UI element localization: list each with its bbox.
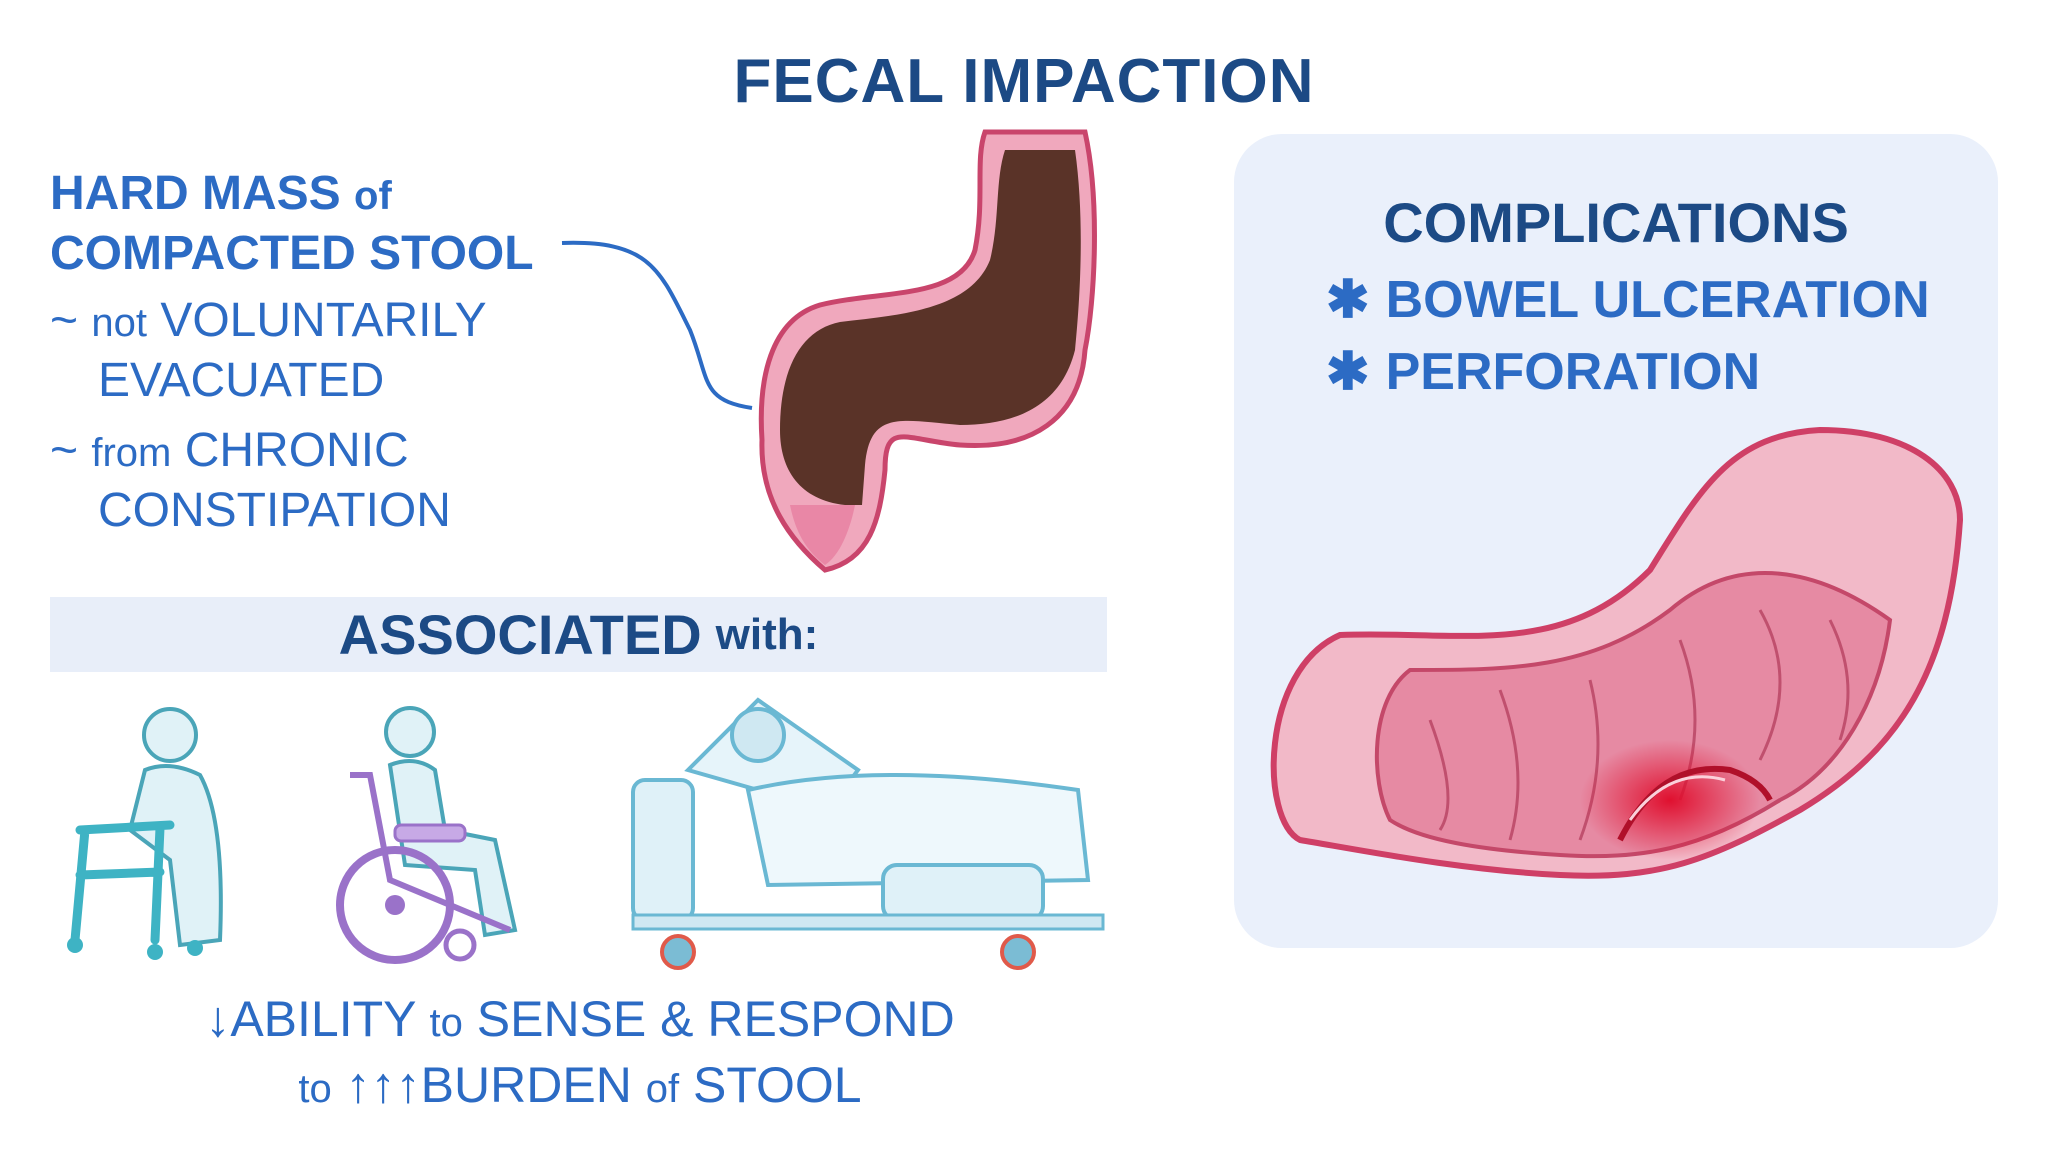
- hospital-bed-icon: [631, 697, 1105, 970]
- complication-item: ✱ BOWEL ULCERATION: [1326, 270, 1930, 330]
- arrows-up-icon: ↑↑↑: [345, 1057, 421, 1113]
- wheelchair-icon: [336, 706, 518, 964]
- complication-label: PERFORATION: [1385, 343, 1761, 401]
- tilde: ~: [50, 294, 79, 347]
- caption-burden: BURDEN: [420, 1057, 632, 1113]
- colon-illustration: [561, 129, 1097, 573]
- ulcer: [1580, 740, 1760, 860]
- associated-lower: with:: [715, 609, 819, 659]
- ulcerated-bowel-illustration: [1270, 426, 1964, 879]
- caption-ability: ABILITY: [230, 991, 416, 1047]
- associated-caps: ASSOCIATED: [338, 603, 702, 666]
- page-title: FECAL IMPACTION: [733, 47, 1315, 116]
- arrow-down-icon: ↓: [205, 991, 231, 1047]
- item2-caps: CHRONIC: [184, 424, 409, 477]
- item1-line2: EVACUATED: [98, 354, 385, 407]
- item2-lower: from: [91, 431, 172, 475]
- bottom-caption: ↓ABILITY to SENSE & RESPOND to ↑↑↑BURDEN…: [130, 988, 1030, 1120]
- complication-item: ✱ PERFORATION: [1326, 342, 1760, 402]
- caption-stool: STOOL: [692, 1057, 862, 1113]
- definition-line2: COMPACTED STOOL: [50, 227, 534, 280]
- definition-item-1: ~ not VOLUNTARILY EVACUATED: [50, 292, 487, 410]
- caption-of: of: [645, 1067, 680, 1111]
- walker-icon: [67, 707, 223, 960]
- item1-caps: VOLUNTARILY: [160, 294, 487, 347]
- asterisk-icon: ✱: [1326, 271, 1370, 329]
- leader-line: [561, 240, 753, 410]
- complication-label: BOWEL ULCERATION: [1385, 271, 1930, 329]
- item1-lower: not: [91, 301, 147, 345]
- caption-to: to: [429, 1001, 463, 1045]
- definition-item-2: ~ from CHRONIC CONSTIPATION: [50, 422, 451, 540]
- stool-mass: [780, 150, 1081, 505]
- tilde: ~: [50, 424, 79, 477]
- definition-line1: HARD MASS: [50, 167, 341, 220]
- rectum: [790, 505, 855, 565]
- associated-banner: ASSOCIATED with:: [50, 597, 1107, 672]
- definition-heading: HARD MASS of COMPACTED STOOL: [50, 165, 534, 283]
- caption-to-2: to: [298, 1067, 332, 1111]
- caption-sense-respond: SENSE & RESPOND: [476, 991, 955, 1047]
- complications-title: COMPLICATIONS: [1383, 191, 1849, 254]
- item2-line2: CONSTIPATION: [98, 484, 451, 537]
- asterisk-icon: ✱: [1326, 343, 1370, 401]
- definition-of: of: [354, 174, 392, 218]
